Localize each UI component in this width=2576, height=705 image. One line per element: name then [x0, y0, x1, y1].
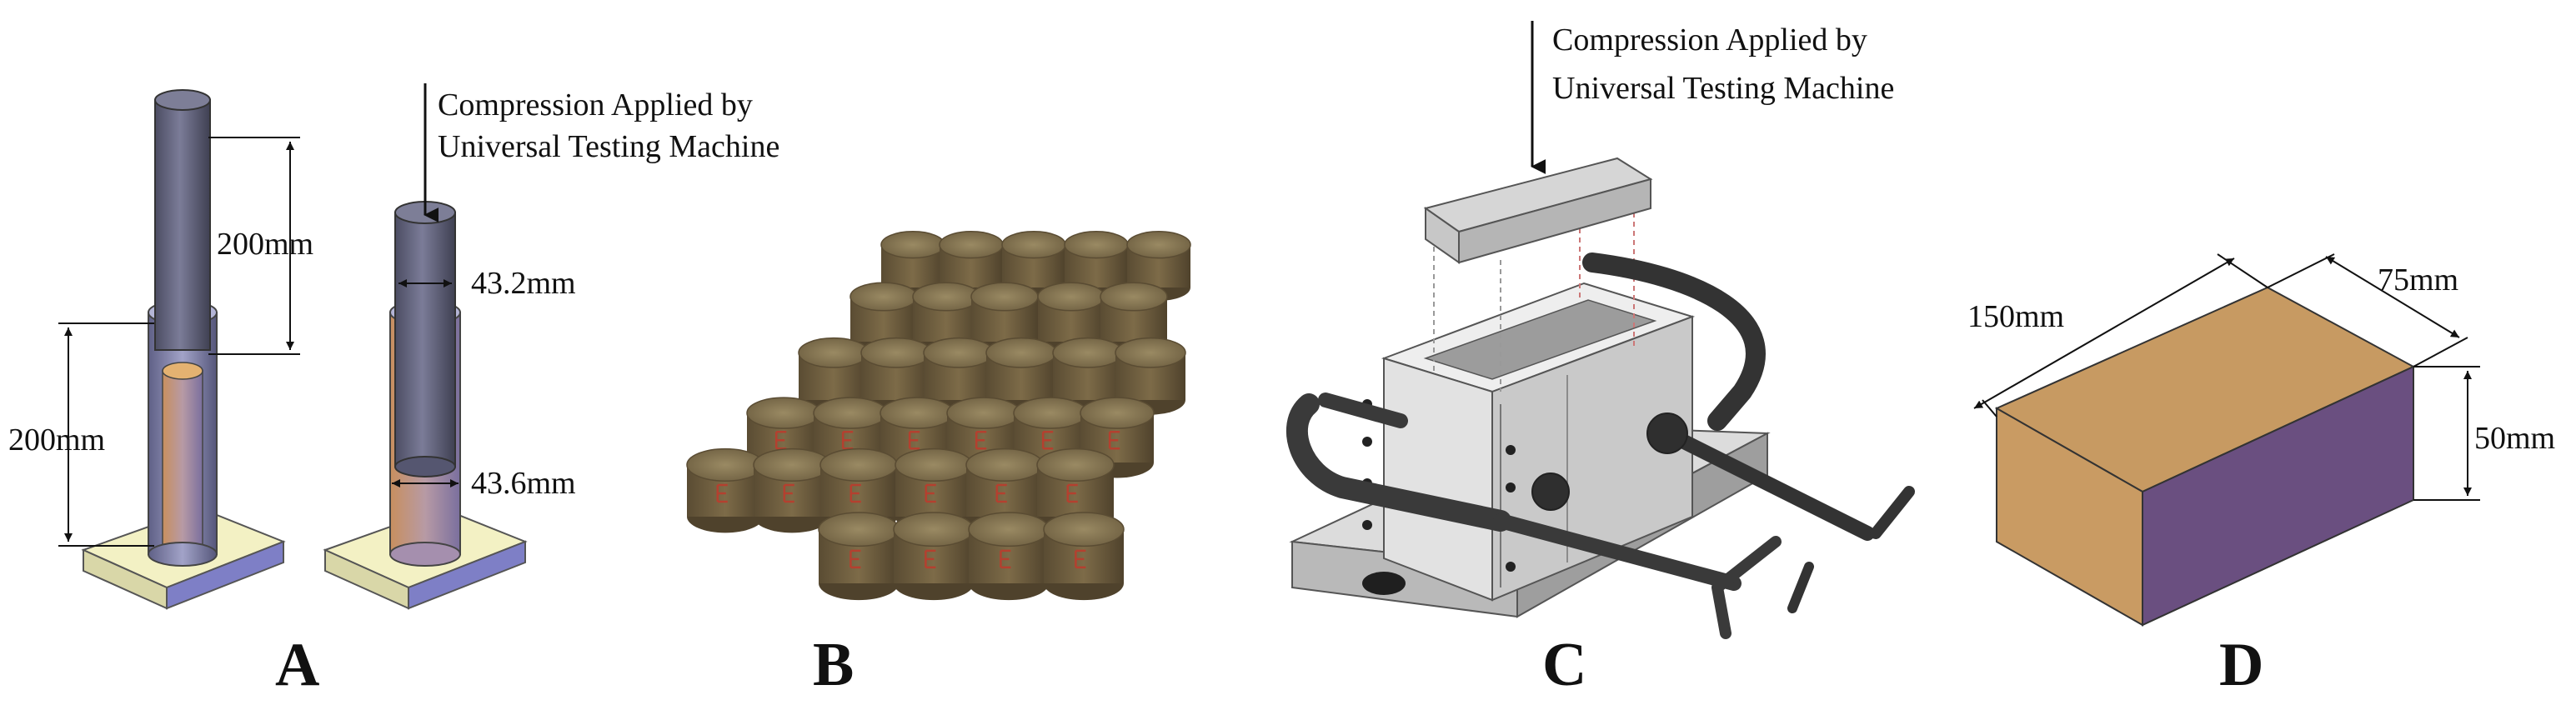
guide-lines	[1433, 192, 1635, 392]
panel-a: 200mm 200mm Compression Applied by	[8, 83, 779, 699]
annotation-c-line2: Universal Testing Machine	[1552, 71, 1894, 106]
annotation-c-line1: Compression Applied by	[1552, 22, 1867, 58]
brick-specimen	[1994, 286, 2416, 627]
label-width: 75mm	[2378, 262, 2458, 298]
dimension-lower-height	[58, 322, 154, 547]
dimension-upper-height	[208, 137, 300, 355]
label-height: 50mm	[2474, 421, 2555, 456]
label-lower-height: 200mm	[8, 422, 105, 458]
soil-sample-cylinder	[893, 512, 975, 601]
c-clamp-right	[1582, 252, 1915, 613]
soil-sample-cylinder	[1043, 512, 1125, 601]
panel-c: Compression Applied by Universal Testing…	[1285, 21, 1915, 699]
panel-letter-d: D	[2219, 631, 2263, 699]
soil-sample-cylinder	[798, 337, 870, 415]
label-upper-diameter: 43.2mm	[471, 266, 576, 301]
label-lower-diameter: 43.6mm	[471, 466, 576, 501]
panel-letter-b: B	[813, 631, 854, 699]
label-length: 150mm	[1967, 299, 2064, 334]
soil-sample-cylinder	[970, 282, 1039, 356]
c-clamp-left	[1285, 392, 1782, 639]
label-upper-height: 200mm	[217, 227, 313, 262]
soil-sample-cylinder	[818, 512, 900, 601]
soil-sample-cylinder	[968, 512, 1050, 601]
dimension-length	[1973, 253, 2268, 418]
compaction-rod-right	[394, 201, 456, 478]
annotation-a-line2: Universal Testing Machine	[438, 129, 779, 164]
panel-letter-a: A	[275, 631, 319, 699]
panel-b	[686, 230, 1191, 601]
panel-letter-c: C	[1542, 631, 1586, 699]
annotation-a-line1: Compression Applied by	[438, 88, 753, 122]
soil-sample-cylinder	[1064, 230, 1129, 301]
panel-d: 150mm 75mm 50mm D	[1967, 253, 2555, 699]
compaction-rod-left	[154, 89, 211, 351]
dimension-height	[2413, 366, 2480, 501]
soil-sample-cylinder	[686, 448, 764, 533]
compression-plate	[1423, 157, 1653, 264]
dimension-width	[2267, 253, 2468, 368]
base-hole	[1362, 572, 1406, 595]
soil-sample-cylinder	[753, 448, 831, 533]
